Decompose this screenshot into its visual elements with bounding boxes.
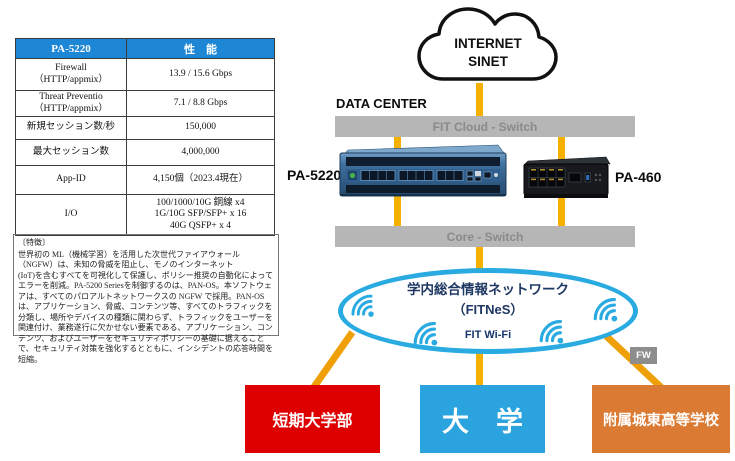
pa5220-spec-table: PA-5220 性 能 Firewall （HTTP/appmix） 13.9 … [15, 38, 275, 236]
cloud-label-line2: SINET [468, 54, 509, 69]
link-network-to-univ [476, 342, 483, 386]
row-value: 13.9 / 15.6 Gbps [168, 68, 233, 79]
site-box-junior-college: 短期大学部 [245, 385, 380, 453]
campus-network-ellipse: 学内総合情報ネットワーク （FITNeS） FIT Wi-Fi [338, 268, 638, 354]
core-switch-label: Core - Switch [446, 229, 524, 244]
internet-cloud: INTERNET SINET [412, 5, 562, 94]
wifi-icon [348, 289, 382, 328]
row-value: 40G QSFP+ x 4 [169, 220, 232, 231]
core-switch-bar: Core - Switch [335, 226, 635, 247]
site-label: 短期大学部 [272, 413, 353, 430]
fit-cloud-switch-label: FIT Cloud - Switch [432, 119, 538, 134]
row-value: 1G/10G SFP/SFP+ x 16 [154, 209, 247, 220]
wifi-icon [536, 314, 572, 355]
site-box-joto-highschool: 附属城東高等学校 [592, 385, 730, 453]
row-label: （HTTP/appmix） [34, 74, 108, 85]
row-value: 4,150個（2023.4現在） [152, 174, 248, 185]
row-value: 100/1000/10G 銅線 x4 [156, 197, 245, 208]
site-box-university: 大 学 [420, 385, 545, 453]
site-label: 大 学 [442, 406, 523, 437]
row-label: Threat Preventio [39, 92, 103, 103]
data-center-label: DATA CENTER [336, 96, 427, 111]
features-note: 〔特徴〕 世界初の ML（機械学習）を活用した次世代ファイアウォール（NGFW）… [13, 234, 279, 364]
cloud-icon: INTERNET SINET [417, 7, 558, 81]
row-label: 新規セッション数/秒 [26, 122, 116, 133]
features-paragraph: (IoT)を含むすべてを可視化して保護し、ポリシー推奨の自動化によってエラーを削… [18, 270, 273, 365]
table-header-performance: 性 能 [126, 38, 275, 59]
table-row-max-sessions: 最大セッション数 4,000,000 [15, 139, 275, 166]
table-header-row: PA-5220 性 能 [15, 38, 275, 59]
row-label: 最大セッション数 [32, 146, 109, 157]
table-row-firewall: Firewall （HTTP/appmix） 13.9 / 15.6 Gbps [15, 58, 275, 91]
row-value: 150,000 [185, 122, 216, 133]
table-row-threat-prevention: Threat Preventio （HTTP/appmix） 7.1 / 8.8… [15, 90, 275, 117]
row-label: （HTTP/appmix） [34, 103, 108, 114]
fw-tag: FW [630, 347, 657, 364]
row-value: 7.1 / 8.8 Gbps [173, 97, 228, 108]
link-cloud-to-fitcloud [476, 83, 483, 117]
wifi-icon [590, 292, 626, 333]
pa5220-label: PA-5220 [287, 167, 342, 183]
link-core-to-network [476, 247, 483, 279]
network-subtitle: （FITNeS） [452, 301, 524, 317]
network-title: 学内総合情報ネットワーク [407, 282, 569, 297]
table-row-app-id: App-ID 4,150個（2023.4現在） [15, 165, 275, 195]
row-value: 4,000,000 [181, 146, 220, 157]
table-row-new-sessions: 新規セッション数/秒 150,000 [15, 116, 275, 140]
pa460-label: PA-460 [615, 169, 662, 185]
features-paragraph: 世界初の ML（機械学習）を活用した次世代ファイアウォール（NGFW）は、未知の… [18, 249, 240, 270]
row-label: I/O [64, 209, 78, 220]
table-row-io: I/O 100/1000/10G 銅線 x4 1G/10G SFP/SFP+ x… [15, 194, 275, 236]
row-label: Firewall [55, 63, 87, 74]
site-label: 附属城東高等学校 [603, 412, 719, 429]
row-label: App-ID [56, 174, 86, 185]
table-header-device: PA-5220 [15, 38, 127, 59]
features-title: 〔特徴〕 [18, 238, 50, 247]
pa460-appliance-image [522, 153, 612, 206]
fit-cloud-switch-bar: FIT Cloud - Switch [335, 116, 635, 137]
cloud-label-line1: INTERNET [454, 36, 522, 51]
wifi-icon [410, 316, 446, 357]
pa5220-appliance-image [338, 144, 508, 205]
fw-label: FW [636, 350, 651, 361]
fit-wifi-label: FIT Wi-Fi [464, 329, 512, 341]
